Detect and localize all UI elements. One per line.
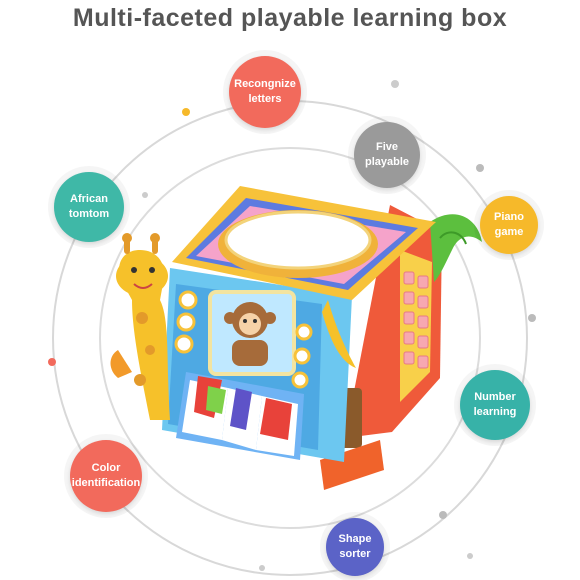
orbit-dot (476, 164, 484, 172)
orbit-dot (439, 511, 447, 519)
feature-label-line1: Number (474, 391, 516, 404)
feature-label-line2: letters (248, 93, 282, 105)
page-title: Multi-faceted playable learning box (72, 4, 508, 32)
feature-bubble-recognize-letters: Recongnize letters (229, 56, 301, 128)
inner-orbit-ring (99, 147, 481, 529)
feature-label-line2: game (494, 226, 524, 238)
orbit-dot (528, 314, 536, 322)
feature-label-line1: Color (91, 462, 121, 475)
activity-cube-toy-icon (110, 186, 482, 490)
orbit-dot (182, 108, 190, 116)
feature-bubble-african-tomtom: African tomtom (54, 172, 124, 242)
feature-label-line1: Shape (338, 533, 372, 546)
orbit-dot (48, 358, 56, 366)
feature-bubble-color-identification: Color identification (70, 440, 142, 512)
feature-label-line2: tomtom (68, 208, 110, 220)
feature-label-line1: Piano (494, 211, 524, 224)
feature-label-line1: African (70, 193, 108, 206)
feature-label-line2: playable (364, 156, 410, 168)
feature-label-line1: Five (375, 141, 398, 154)
orbit-dot (391, 80, 399, 88)
feature-bubble-piano-game: Piano game (480, 196, 538, 254)
feature-label-line2: sorter (339, 548, 371, 560)
feature-bubble-number-learning: Number learning (460, 370, 530, 440)
feature-label-line2: identification (71, 477, 141, 489)
orbit-dot (259, 565, 265, 571)
feature-label-line1: Recongnize (234, 78, 296, 91)
orbit-dot (467, 553, 473, 559)
feature-label-line2: learning (473, 406, 517, 418)
orbit-dot (142, 192, 148, 198)
feature-bubble-shape-sorter: Shape sorter (326, 518, 384, 576)
feature-bubble-five-playable: Five playable (354, 122, 420, 188)
